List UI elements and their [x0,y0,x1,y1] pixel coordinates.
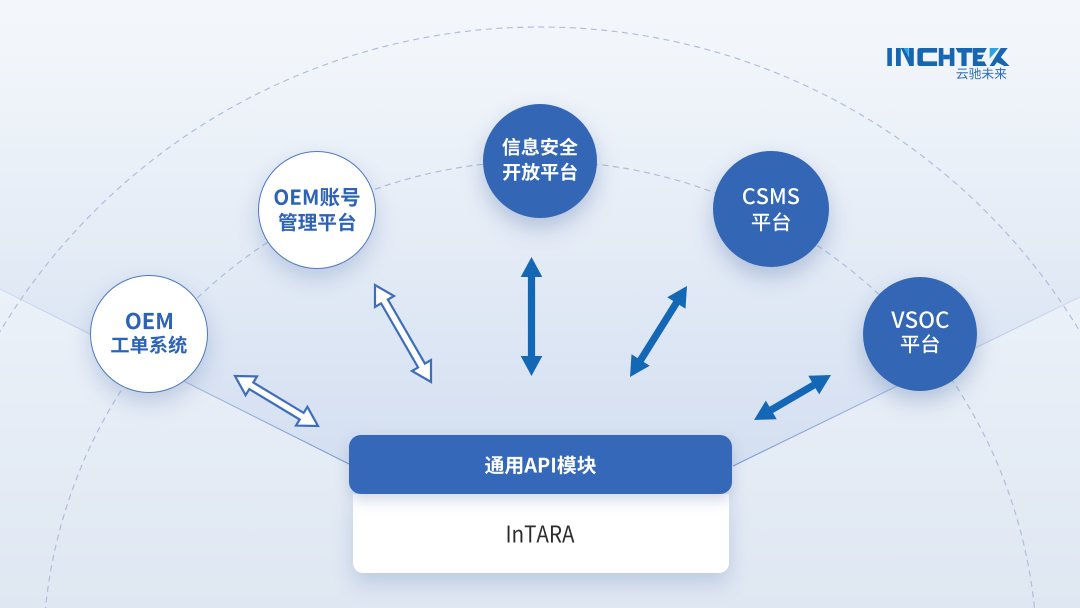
glyph-line-1 [751,211,791,231]
glyph-line-0 [502,137,578,156]
node-oem-account-platform: OEM账号 管理平台 [257,151,376,269]
logo-letter-shape [896,48,901,66]
oem-account-platform-label-glyphs [274,187,359,232]
fan-beam [0,0,1080,466]
logo-letter-shape [917,48,938,66]
logo-letter-shape [949,48,955,66]
hub-header-glyphs [485,455,596,475]
arrow-csms [630,286,687,377]
node-oem-ticket-system: OEM 工单系统 [90,275,208,393]
logo-glyphs [887,48,1010,80]
hub-intara: 通用API模块 InTARA [349,435,732,573]
csms-platform-label-glyphs [743,187,799,231]
glyph-line-0 [485,455,596,475]
glyph-line-0 [507,525,575,543]
logo-letter-shape [943,54,950,60]
oem-ticket-system-label-glyphs [111,312,187,354]
hub-body: InTARA [353,494,729,573]
node-vsoc-platform: VSOC 平台 [863,277,977,391]
arrow-oem-ticket [233,374,320,428]
glyph-line-0 [126,312,172,330]
logo-letter-shape [972,48,987,66]
glyph-line-0 [956,67,1007,80]
node-infosec-open-platform: 信息安全 开放平台 [483,103,597,218]
logo-letter-shape [938,48,944,66]
glyph-line-0 [274,187,359,207]
logo-wordmark [887,48,1010,66]
arrow-vsoc [754,375,831,420]
glyph-line-1 [278,212,355,232]
glyph-line-1 [111,335,187,354]
dashed-arc-outer [0,26,1080,334]
logo-inchtek: INCHTEK 云驰未来 [887,48,1011,99]
infosec-open-platform-label-glyphs [502,137,578,181]
arrow-infosec [520,257,543,376]
glyph-line-1 [502,162,578,181]
logo-letter-shape [955,48,973,66]
glyph-line-1 [900,334,940,354]
logo-letter-shape [900,48,914,66]
glyph-line-0 [891,311,949,329]
glyph-line-0 [743,187,799,204]
node-csms-platform: CSMS 平台 [713,150,829,267]
logo-letter-shape [994,55,1010,66]
hub-body-glyphs [507,525,575,543]
logo-letter-shape [887,48,892,66]
logo-letter-shape [989,48,999,59]
logo-tagline-glyphs [956,67,1007,80]
vsoc-platform-label-glyphs [891,311,949,354]
hub-header: 通用API模块 [349,435,732,494]
arrow-oem-account [373,283,433,384]
